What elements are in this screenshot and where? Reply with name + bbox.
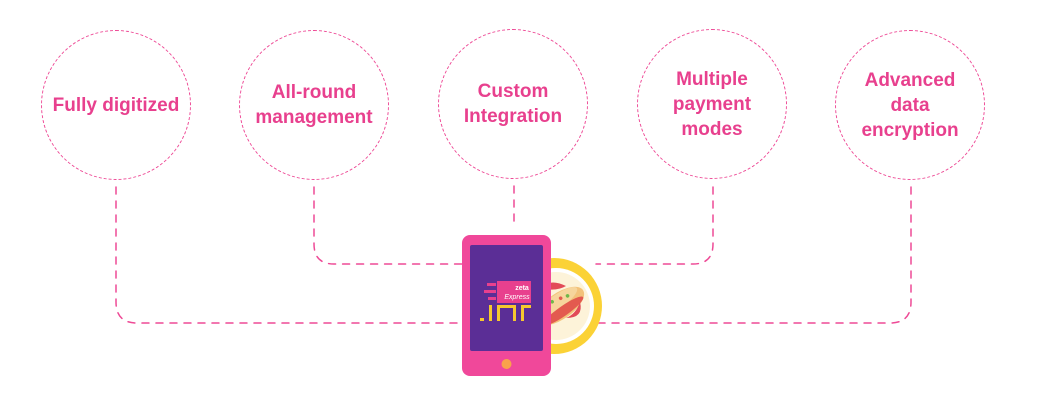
zeta-express-logo-icon: zeta Express	[480, 281, 531, 321]
connector-multiple-payment-modes	[595, 186, 714, 265]
smartphone-icon: zeta Express	[462, 235, 551, 376]
connector-all-round-management	[313, 186, 463, 265]
feature-circle-advanced-data-encryption: Advanced data encryption	[835, 30, 985, 180]
connector-fully-digitized	[115, 186, 463, 324]
feature-label: Custom Integration	[463, 81, 563, 127]
logo-text-bottom: Express	[504, 294, 530, 301]
feature-circle-all-round-management: All-round management	[239, 30, 389, 180]
feature-circle-multiple-payment-modes: Multiple payment modes	[637, 29, 787, 179]
logo-text-top: zeta	[515, 285, 529, 292]
feature-circle-fully-digitized: Fully digitized	[41, 30, 191, 180]
feature-label: Advanced data encryption	[861, 69, 959, 141]
feature-label: All-round management	[255, 82, 373, 128]
feature-label: Fully digitized	[52, 94, 180, 116]
connector-advanced-data-encryption	[597, 186, 912, 324]
feature-label: Multiple payment modes	[672, 68, 752, 140]
feature-circle-custom-integration: Custom Integration	[438, 29, 588, 179]
